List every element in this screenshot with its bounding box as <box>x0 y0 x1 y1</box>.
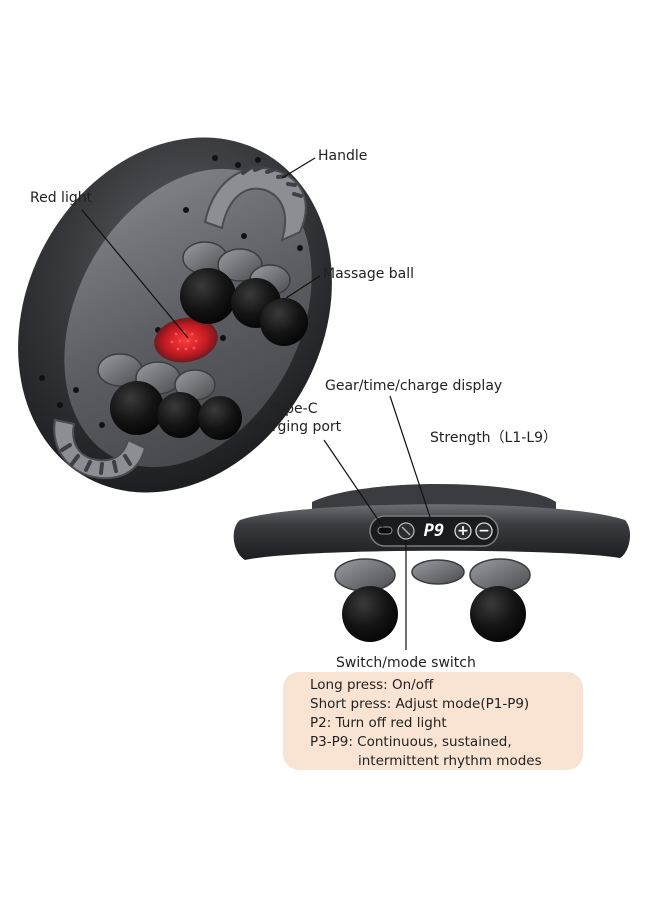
lower-device <box>233 484 631 642</box>
label-gear-display: Gear/time/charge display <box>325 378 503 394</box>
switch-info-box: Long press: On/off Short press: Adjust m… <box>283 672 583 770</box>
plus-button <box>454 522 472 540</box>
label-switch: Switch/mode switch <box>336 655 476 671</box>
label-red-light: Red light <box>30 190 93 206</box>
display-readout: P9 <box>423 521 445 541</box>
handle-bottom <box>53 418 147 480</box>
leader-typec <box>323 439 384 528</box>
label-typec-line2: charging port <box>246 419 342 435</box>
plus-icon: + <box>457 523 469 539</box>
upper-device <box>18 137 332 493</box>
info-line-rhythm-modes: intermittent rhythm modes <box>358 753 542 769</box>
lower-massage-balls <box>342 586 526 642</box>
leader-red-light <box>81 209 189 339</box>
minus-button <box>475 522 493 540</box>
massage-balls-lower <box>110 381 242 440</box>
handle-top <box>203 165 307 242</box>
info-line-short-press: Short press: Adjust mode(P1-P9) <box>310 696 530 712</box>
info-line-p3-p9: P3-P9: Continuous, sustained, <box>310 734 512 750</box>
knob-bases-lower <box>97 353 216 401</box>
label-handle: Handle <box>318 148 368 164</box>
leader-handle <box>281 157 316 179</box>
red-light-dots <box>170 330 198 351</box>
leader-gear-display <box>389 395 432 521</box>
label-strength: Strength（L1-L9） <box>430 430 558 446</box>
label-typec-line1: Type-C <box>270 401 318 417</box>
label-massage-ball: Massage ball <box>323 266 415 282</box>
leader-lines <box>81 157 432 650</box>
red-light-panel <box>154 317 218 363</box>
leader-massage-ball <box>285 275 321 299</box>
info-line-p2: P2: Turn off red light <box>310 715 447 731</box>
label-typec: Type-C charging port <box>244 400 344 436</box>
typec-port <box>377 526 393 535</box>
lower-knob-bases <box>334 558 531 592</box>
minus-icon: − <box>478 523 490 539</box>
rim-dots <box>39 155 303 428</box>
info-line-long-press: Long press: On/off <box>310 677 434 693</box>
massage-balls-upper <box>180 268 308 346</box>
